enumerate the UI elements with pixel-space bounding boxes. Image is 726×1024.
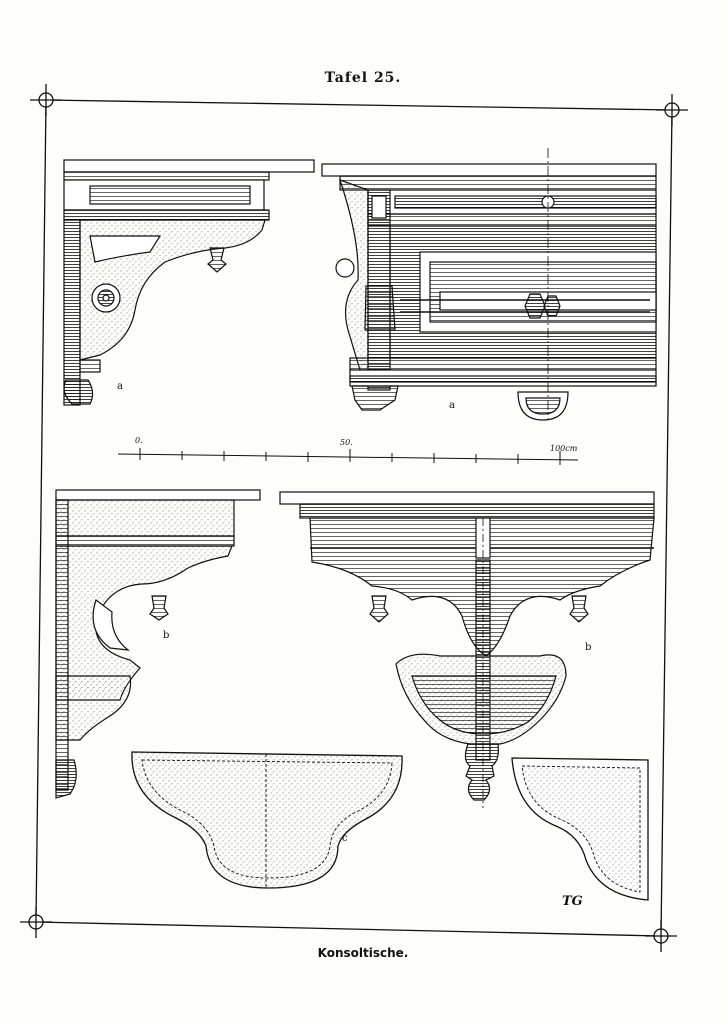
- plate-caption: Konsoltische.: [317, 946, 409, 960]
- artist-monogram: TG: [562, 894, 583, 909]
- quarter-plan-view: [511, 757, 649, 901]
- figure-b-side-view: [55, 489, 261, 799]
- scale-bar: [117, 448, 579, 465]
- scale-label-mid: 50.: [340, 438, 353, 447]
- figure-a-front-view: [321, 148, 657, 421]
- figure-b-front-view: [279, 491, 655, 808]
- figure-label-b-right: b: [585, 642, 592, 653]
- figure-label-b-left: b: [163, 630, 170, 641]
- figure-label-c: c: [342, 833, 348, 844]
- figure-c-plan-view: [131, 751, 403, 889]
- scale-label-end: 100cm: [550, 444, 578, 453]
- figure-a-side-view: [63, 159, 315, 406]
- scale-label-start: 0.: [135, 436, 143, 445]
- figure-label-a-right: a: [449, 400, 455, 411]
- plate-frame: [20, 84, 688, 952]
- figure-label-a-left: a: [117, 381, 123, 392]
- plate-title: Tafel 25.: [324, 70, 402, 86]
